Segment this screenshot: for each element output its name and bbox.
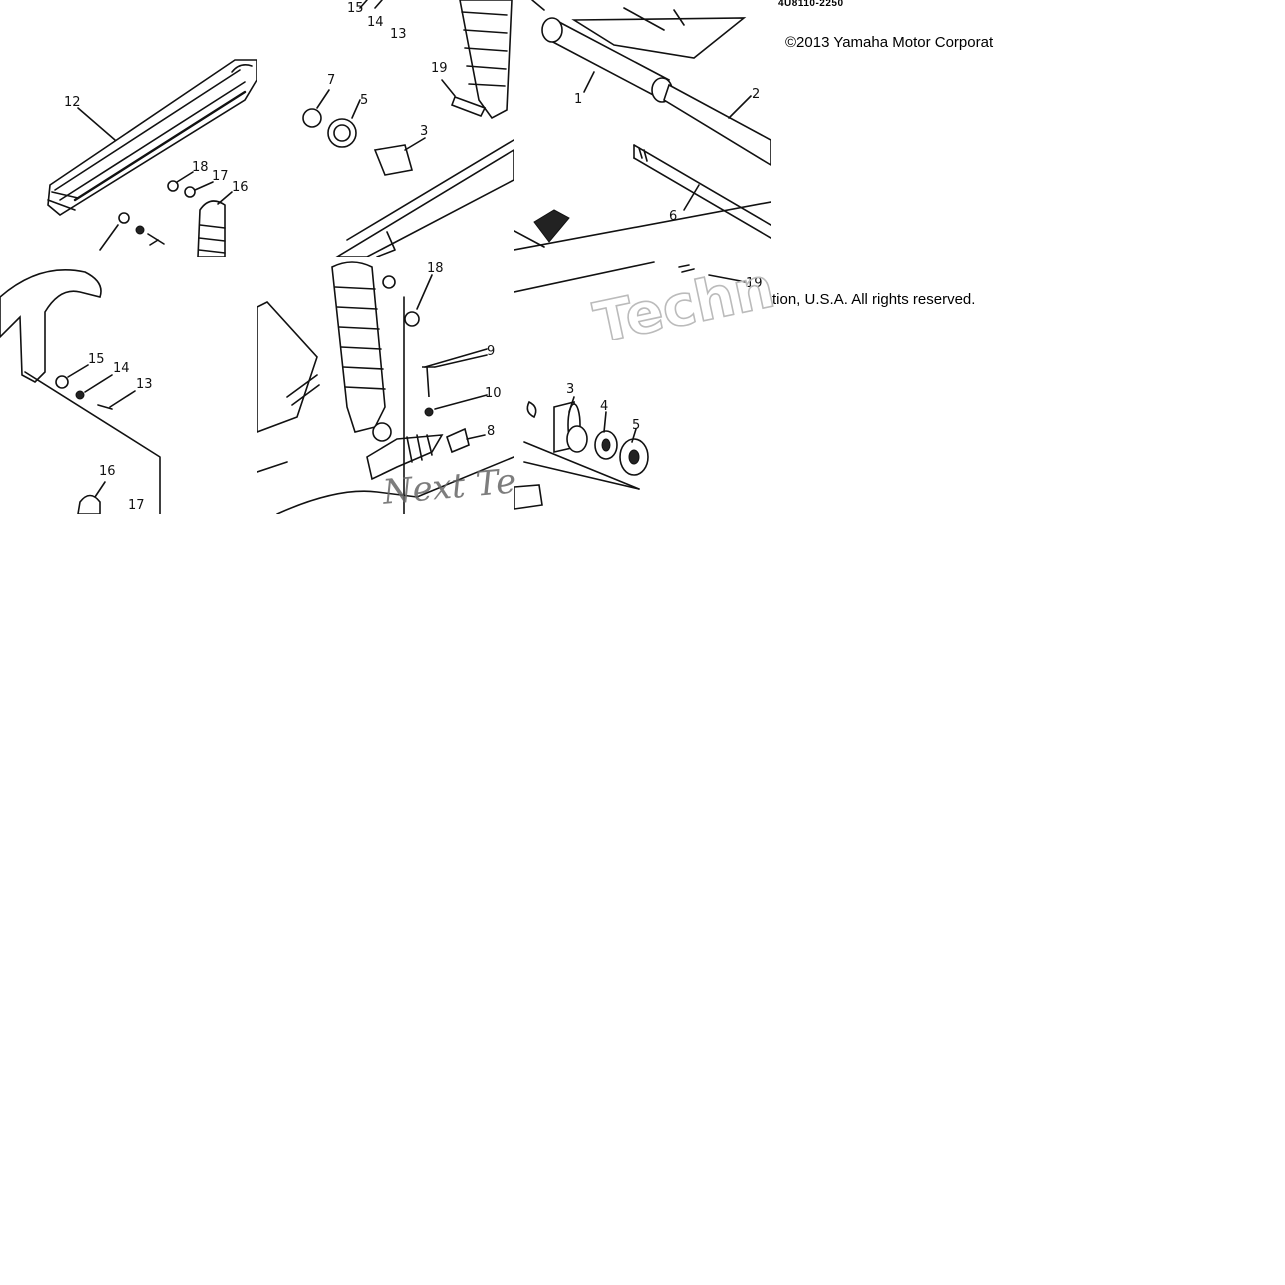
callout-label: 17	[212, 169, 229, 184]
callout-label: 6	[669, 209, 677, 224]
callout-label: 4	[600, 399, 608, 414]
rear-shock-part	[331, 261, 392, 442]
callout-label: 19	[431, 61, 448, 76]
callout-label: 5	[632, 418, 640, 433]
diagram-tile-pivot-shaft: 1 2 6	[514, 0, 771, 257]
callout-label: 14	[113, 361, 130, 376]
swingarm-part	[335, 139, 514, 257]
callout-label: 16	[99, 464, 116, 479]
callout-label: 15	[88, 352, 105, 367]
diagram-tile-shock-lower: 18 9 10 8	[257, 257, 514, 514]
leader-lines	[568, 274, 747, 443]
callout-label: 16	[232, 180, 249, 195]
callout-label: 10	[485, 386, 502, 401]
callout-label: 18	[192, 160, 209, 175]
pivot-tube-part	[531, 0, 747, 103]
callout-label: 1	[574, 92, 582, 107]
callout-label: 15	[347, 1, 364, 16]
leader-lines	[316, 0, 456, 151]
callout-label: 19	[746, 276, 763, 291]
fastener-parts	[55, 375, 113, 514]
callout-label: 2	[752, 87, 760, 102]
diagram-tile-pivot-bushings: 19 3 4 5	[514, 257, 771, 514]
rear-shock-part	[459, 0, 513, 120]
callout-label: 9	[487, 344, 495, 359]
bracket-part	[366, 296, 470, 514]
fastener-parts	[514, 264, 695, 510]
pivot-shaft-part	[633, 83, 771, 239]
callout-label: 3	[420, 124, 428, 139]
callout-label: 5	[360, 93, 368, 108]
copyright-text: ©2013 Yamaha Motor Corporat	[785, 34, 994, 51]
callout-label: 7	[327, 73, 335, 88]
callout-label: 17	[128, 498, 145, 513]
diagram-tile-guard-lower: 15 14 13 16 17	[0, 257, 257, 514]
leader-lines	[583, 71, 752, 211]
fastener-parts	[302, 95, 487, 176]
leader-lines	[416, 274, 488, 440]
fastener-parts	[382, 275, 488, 417]
callout-label: 12	[64, 95, 81, 110]
drawing-code: 4U8110-2250	[778, 0, 844, 9]
chain-guard-part	[0, 269, 161, 514]
fastener-parts	[118, 180, 226, 257]
callout-label: 14	[367, 15, 384, 30]
diagram-tile-shock-top: 15 14 13 7 5 3 19	[257, 0, 514, 257]
bracket-part	[514, 201, 771, 251]
diagram-tile-chain-guard: 12 18 17 16	[0, 0, 257, 257]
callout-label: 3	[566, 382, 574, 397]
leader-lines	[67, 364, 136, 498]
callout-label: 13	[390, 27, 407, 42]
swingarm-part	[257, 301, 514, 514]
frame-line-part	[514, 261, 655, 490]
callout-label: 8	[487, 424, 495, 439]
chain-guard-part	[47, 59, 257, 216]
callout-label: 18	[427, 261, 444, 276]
leader-lines	[77, 107, 233, 251]
callout-label: 13	[136, 377, 153, 392]
copyright-text: tion, U.S.A. All rights reserved.	[772, 291, 976, 308]
